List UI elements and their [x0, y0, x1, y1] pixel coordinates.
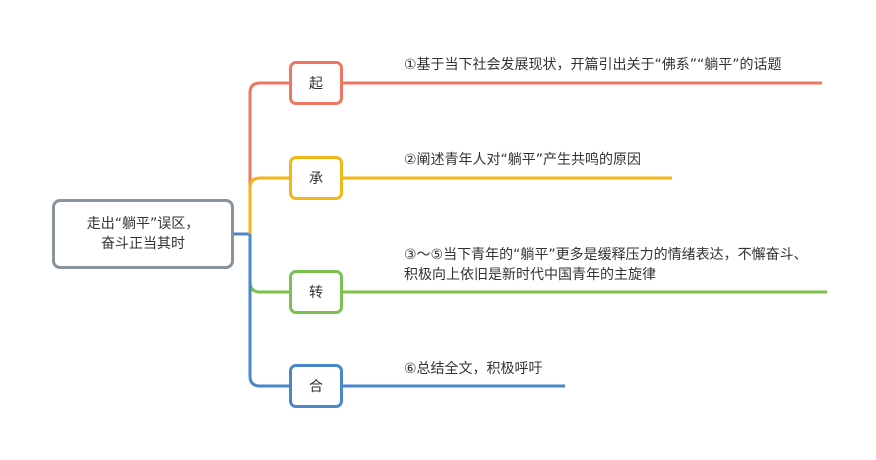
root-title-line1: 走出“躺平”误区，: [86, 216, 200, 232]
stage-label-qi: 起: [309, 76, 323, 92]
branch-text-cheng[interactable]: ②阐述青年人对“躺平”产生共鸣的原因: [404, 152, 642, 168]
stage-label-zhuan: 转: [309, 285, 323, 301]
connector-zhuan: [248, 234, 289, 294]
connector-qi: [248, 81, 289, 234]
branch-text-zhuan[interactable]: ③～⑤当下青年的“躺平”更多是缓释压力的情绪表达，不懈奋斗、积极向上依旧是新时代…: [404, 247, 808, 283]
stage-label-cheng: 承: [309, 171, 323, 187]
stage-node-cheng[interactable]: 承: [289, 156, 343, 200]
branch-text-qi[interactable]: ①基于当下社会发展现状，开篇引出关于“佛系”“躺平”的话题: [404, 57, 782, 73]
root-title-line2: 奋斗正当其时: [100, 236, 185, 252]
stage-node-qi[interactable]: 起: [289, 61, 343, 105]
connector-he: [248, 234, 289, 388]
stage-node-zhuan[interactable]: 转: [289, 270, 343, 314]
branch-text-he[interactable]: ⑥总结全文，积极呼吁: [404, 361, 543, 377]
stage-node-he[interactable]: 合: [289, 364, 343, 408]
connector-cheng: [248, 176, 289, 234]
stage-label-he: 合: [309, 379, 323, 395]
root-node[interactable]: 走出“躺平”误区， 奋斗正当其时: [52, 199, 234, 269]
